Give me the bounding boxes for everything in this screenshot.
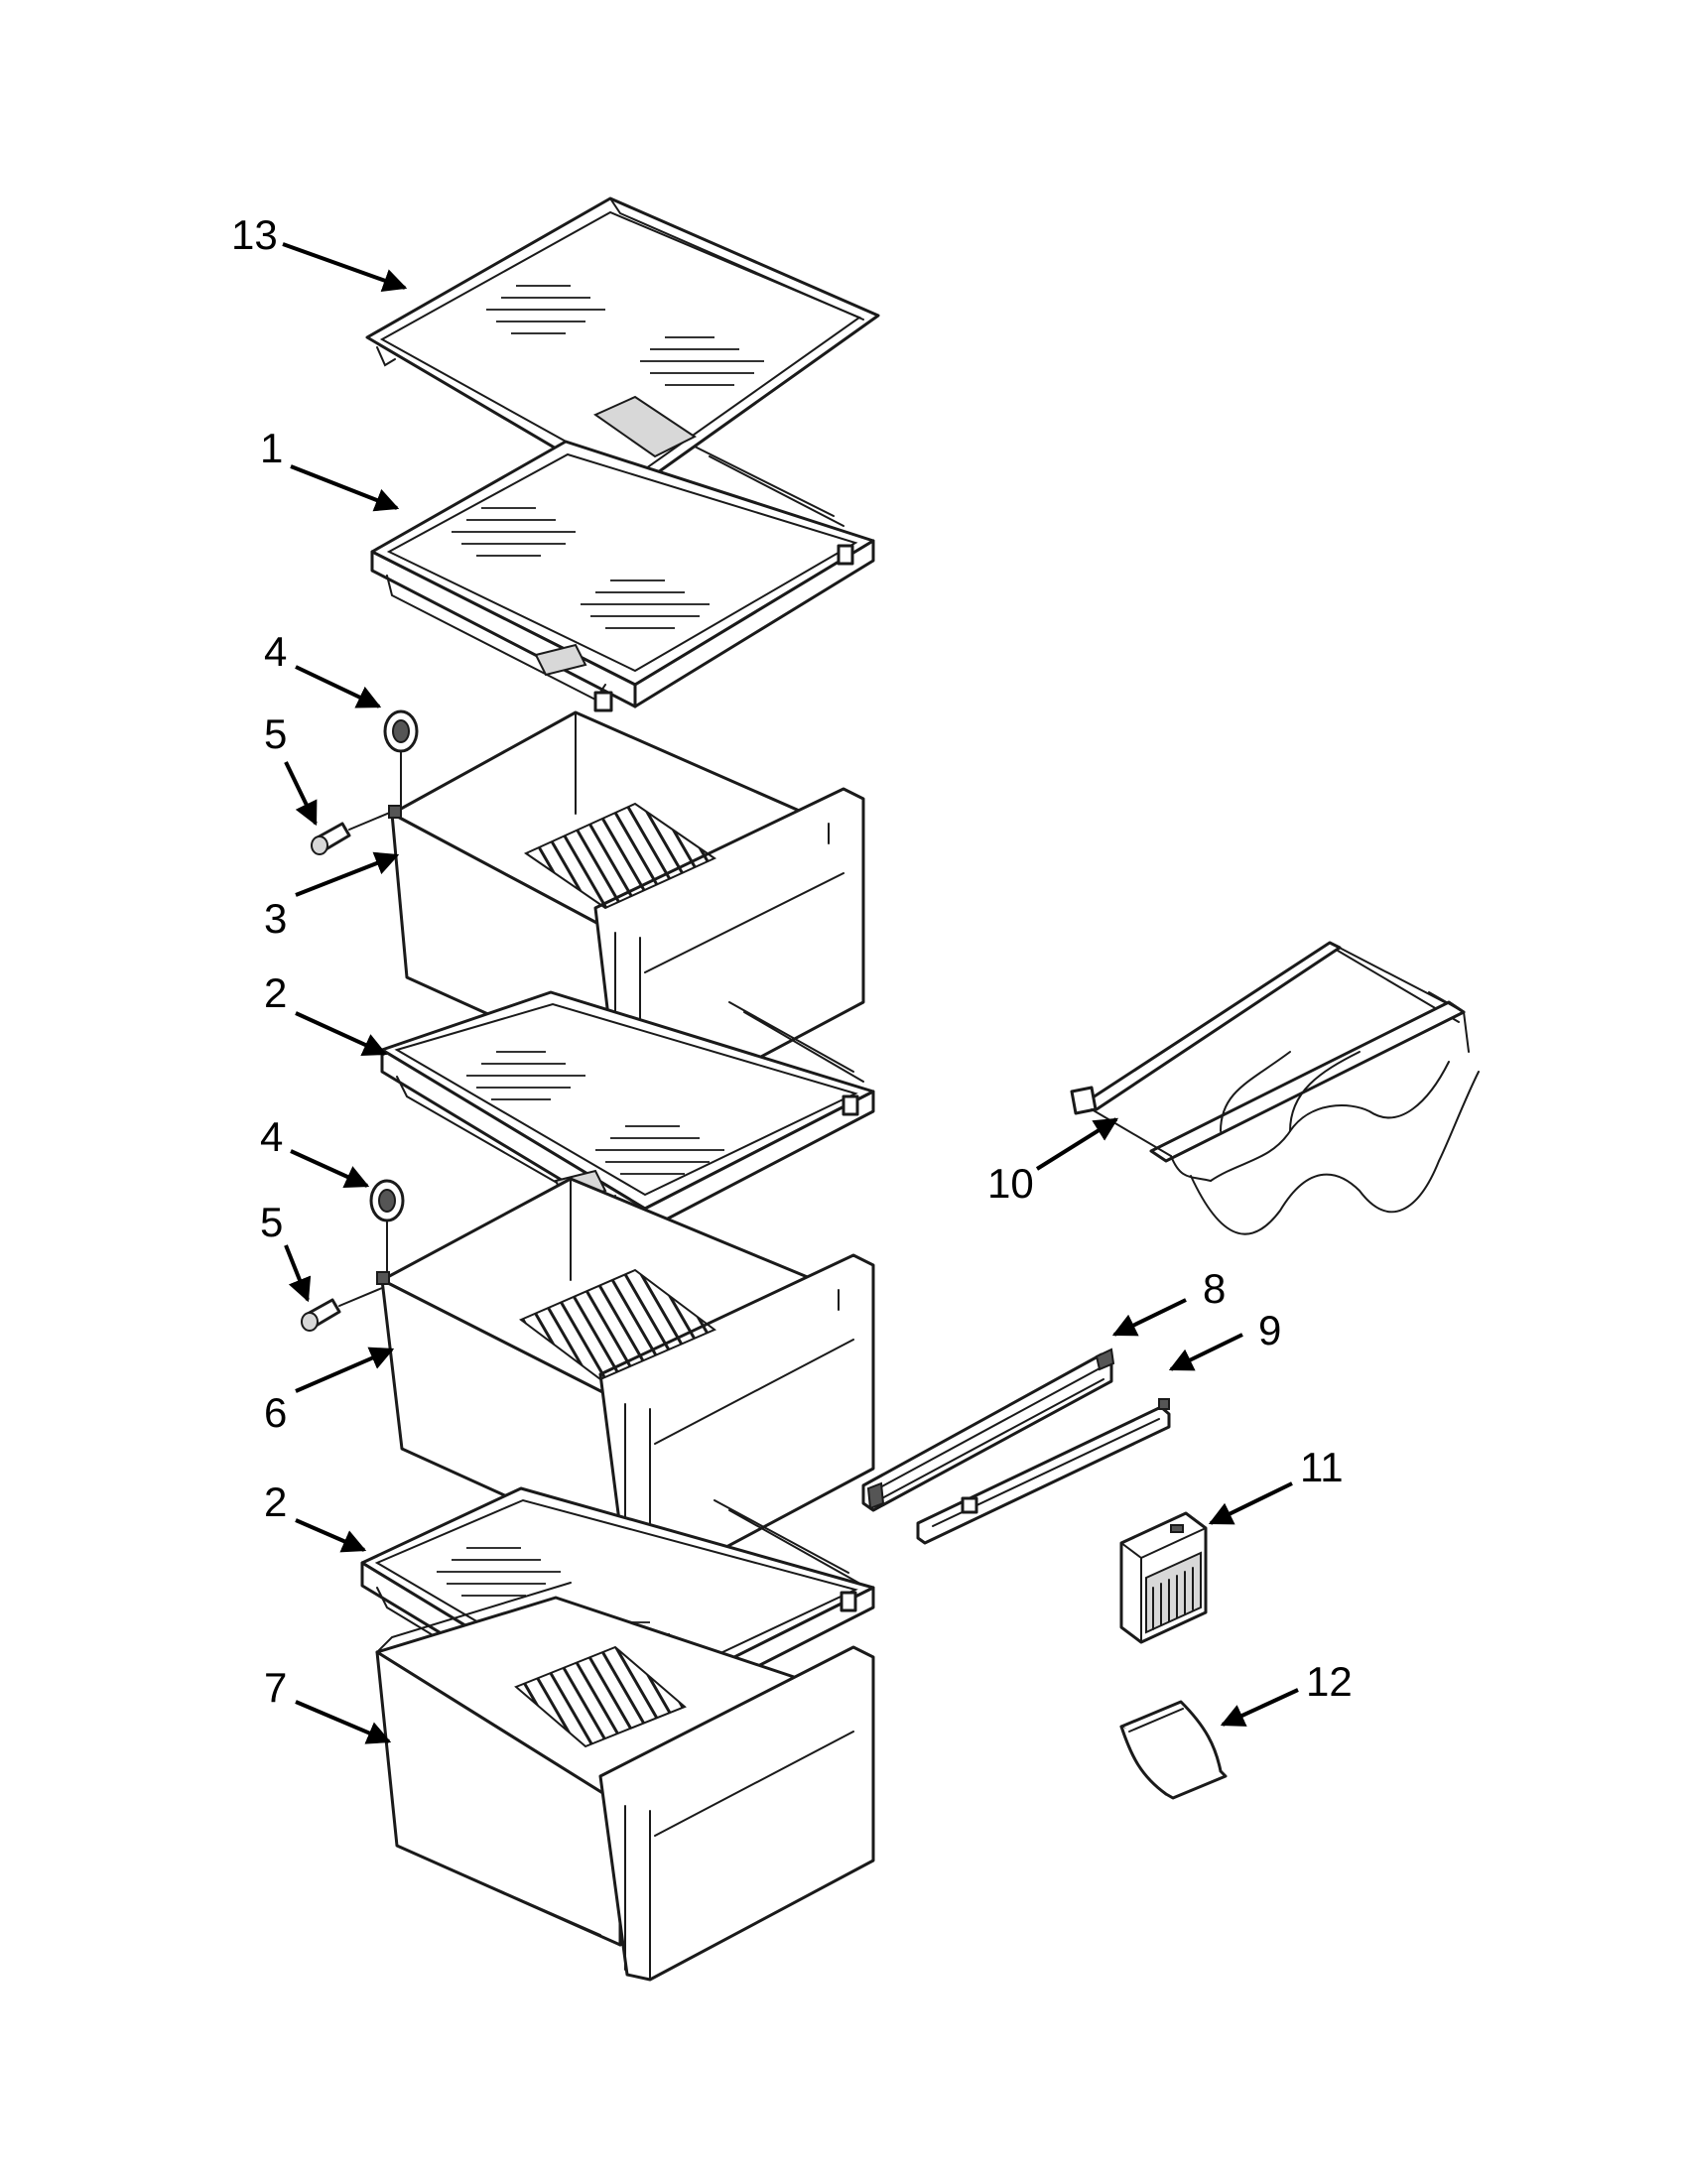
- callout-labels: 13 1 4 5 3 2 4 5 6 2 7 10 8 9 11 12: [231, 211, 1353, 1711]
- part-13-glass-shelf: [365, 196, 880, 494]
- callout-2-lower: 2: [264, 1478, 287, 1525]
- part-10-wine-rack: [1070, 941, 1480, 1235]
- callout-3: 3: [264, 895, 287, 942]
- part-7-bottom-drawer: [375, 1582, 875, 1982]
- callout-11: 11: [1300, 1444, 1344, 1490]
- callout-9: 9: [1258, 1307, 1281, 1353]
- callout-6: 6: [264, 1389, 287, 1436]
- callout-12: 12: [1306, 1658, 1353, 1705]
- part-8-slide-rail: [861, 1348, 1115, 1512]
- part-12-cover: [1119, 1700, 1228, 1800]
- callout-4-lower: 4: [260, 1113, 283, 1160]
- leader-arrows: [282, 242, 1299, 1744]
- callout-5-upper: 5: [264, 710, 287, 757]
- callout-1: 1: [260, 425, 283, 471]
- part-9-slide-rail: [916, 1398, 1171, 1545]
- part-4-wheel-upper: [383, 709, 419, 810]
- part-5-pin-upper: [311, 811, 393, 855]
- callout-2-upper: 2: [264, 969, 287, 1016]
- part-1-crisper-cover-shelf: [370, 440, 875, 712]
- part-4-wheel-lower: [369, 1179, 405, 1276]
- callout-7: 7: [264, 1664, 287, 1711]
- part-11-filter-housing: [1119, 1511, 1208, 1644]
- callout-8: 8: [1203, 1265, 1226, 1312]
- callout-13: 13: [231, 211, 278, 258]
- callout-10: 10: [987, 1160, 1034, 1207]
- part-5-pin-lower: [301, 1287, 383, 1332]
- part-3-crisper-drawer-upper: [388, 710, 865, 1123]
- callout-5-lower: 5: [260, 1199, 283, 1245]
- callout-4-upper: 4: [264, 628, 287, 675]
